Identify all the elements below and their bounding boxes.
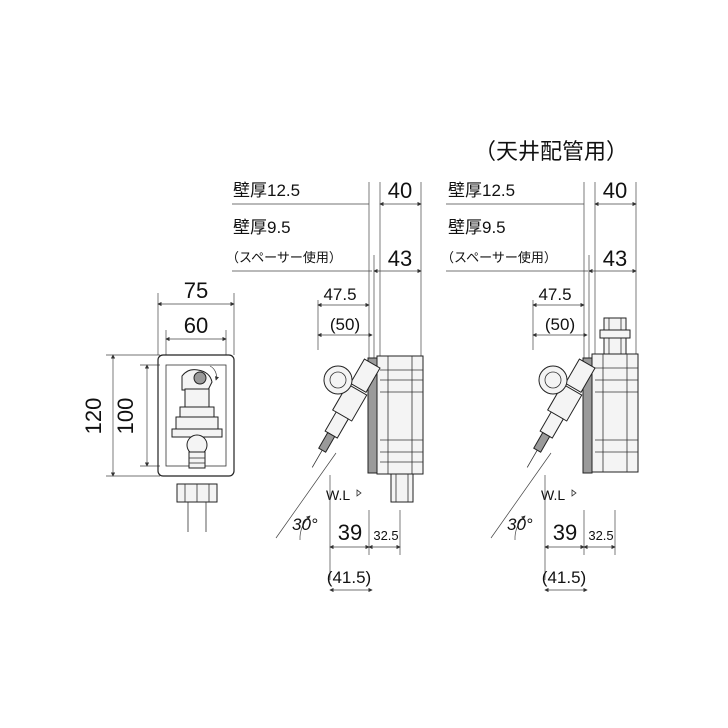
handle-knob-right <box>538 365 568 395</box>
wall-9-5-label-right: 壁厚9.5 <box>448 218 506 237</box>
wall-12-5-label-right: 壁厚12.5 <box>448 181 515 200</box>
wl-label-right: W.L <box>541 487 565 503</box>
side-view-right: （天井配管用） 壁厚12.5 壁厚9.5 （スペーサー使用） 40 43 47.… <box>441 139 639 593</box>
dim-50-label: (50) <box>330 315 360 334</box>
dim-41-5-label: (41.5) <box>327 568 371 587</box>
dim-32-5-label: 32.5 <box>373 528 398 543</box>
angle-label-right: 30° <box>507 515 533 534</box>
spacer-note: （スペーサー使用） <box>226 250 342 265</box>
wall-plate <box>157 354 235 477</box>
side-view-left: 壁厚12.5 壁厚9.5 （スペーサー使用） 40 43 47.5 (50) <box>226 178 424 593</box>
dim-120-label: 120 <box>81 398 106 435</box>
dim-39-label: 39 <box>338 520 362 545</box>
dim-47-5-label-right: 47.5 <box>538 285 571 304</box>
wall-box-right <box>591 353 639 473</box>
dim-39-label-right: 39 <box>553 520 577 545</box>
front-view: 75 60 120 100 <box>81 278 235 532</box>
wl-label: W.L <box>326 487 350 503</box>
wall-12-5-label: 壁厚12.5 <box>233 181 300 200</box>
spacer-note-right: （スペーサー使用） <box>441 250 557 265</box>
angle-label: 30° <box>292 515 318 534</box>
dim-40-label-right: 40 <box>603 178 627 203</box>
dim-50-label-right: (50) <box>545 315 575 334</box>
handle-knob <box>323 365 353 395</box>
dim-41-5-label-right: (41.5) <box>542 568 586 587</box>
wall-9-5-label: 壁厚9.5 <box>233 218 291 237</box>
dim-32-5-label-right: 32.5 <box>588 528 613 543</box>
dim-60-label: 60 <box>184 313 208 338</box>
hose-connector <box>188 451 206 469</box>
dim-100-label: 100 <box>113 398 138 435</box>
dim-47-5-label: 47.5 <box>323 285 356 304</box>
dim-43-label-right: 43 <box>603 246 627 271</box>
ceiling-title: （天井配管用） <box>474 139 628 164</box>
dim-75-label: 75 <box>184 278 208 303</box>
dim-43-label: 43 <box>388 246 412 271</box>
pipe-bottom <box>390 473 414 503</box>
dim-40-label: 40 <box>388 178 412 203</box>
wall-box <box>376 355 424 475</box>
